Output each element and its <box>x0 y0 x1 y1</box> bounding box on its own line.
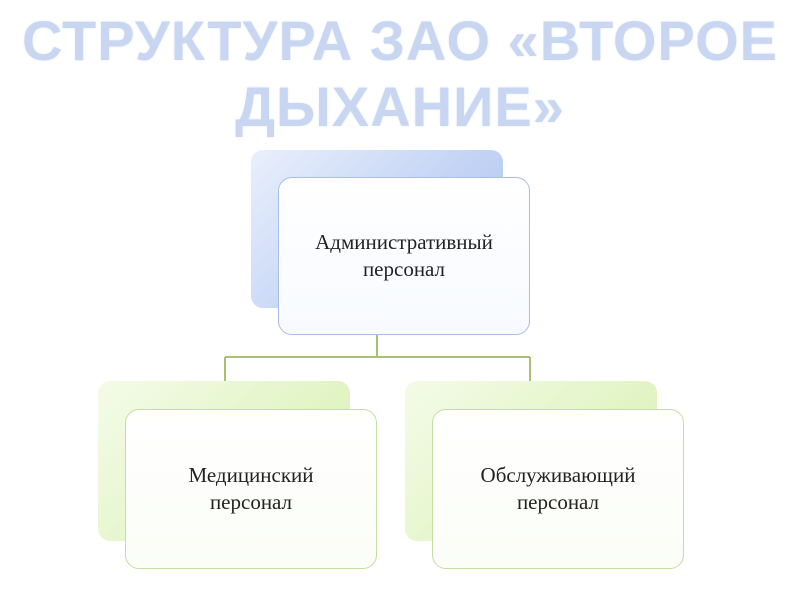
node-administrative-label: Административный персонал <box>315 230 493 281</box>
node-service-label: Обслуживающий персонал <box>480 463 636 514</box>
node-medical-label: Медицинский персонал <box>188 463 314 514</box>
node-service-staff[interactable]: Обслуживающий персонал <box>432 409 684 569</box>
page-title: СТРУКТУРА ЗАО «ВТОРОЕ ДЫХАНИЕ» <box>22 9 778 138</box>
node-medical-staff[interactable]: Медицинский персонал <box>125 409 377 569</box>
node-administrative-staff[interactable]: Административный персонал <box>278 177 530 335</box>
